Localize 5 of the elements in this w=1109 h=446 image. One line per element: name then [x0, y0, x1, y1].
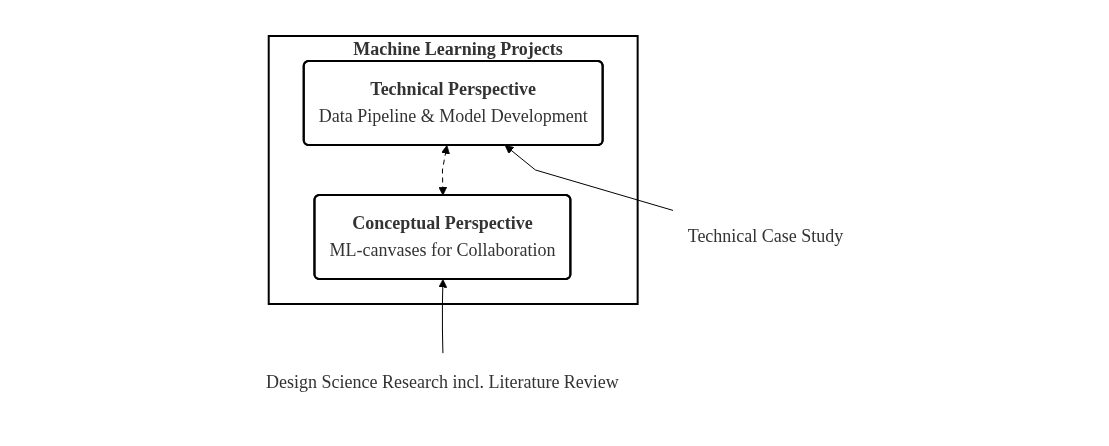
arrow — [438, 144, 450, 195]
node-text: Design Science Research incl. Literature Review — [265, 371, 619, 392]
arrow — [504, 144, 675, 211]
node-text: Technical Case Study — [687, 225, 844, 246]
arrow — [438, 278, 447, 355]
